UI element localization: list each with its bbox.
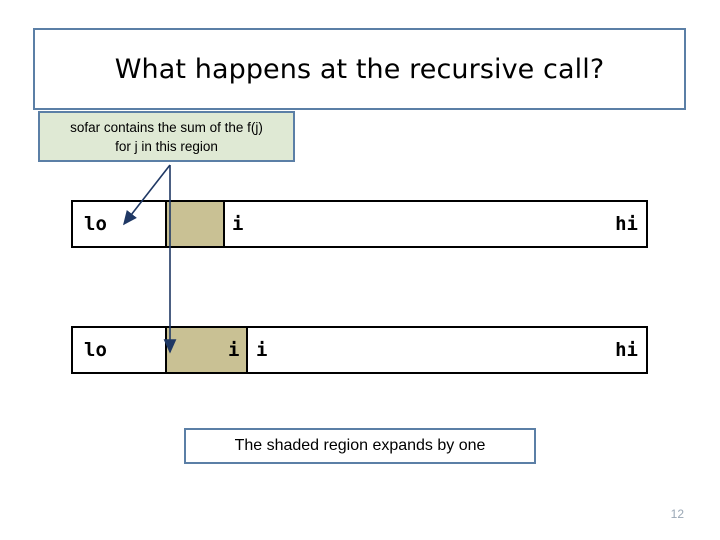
label-i-left-bottom: i <box>228 339 240 361</box>
label-hi-top: hi <box>615 213 638 235</box>
page-title: What happens at the recursive call? <box>114 53 605 85</box>
array-bar-bottom: lo i i hi <box>71 326 648 374</box>
callout-line-2: for j in this region <box>115 138 218 154</box>
label-hi-bottom: hi <box>615 339 638 361</box>
caption-text: The shaded region expands by one <box>234 437 486 454</box>
shaded-region-bottom <box>165 328 248 372</box>
label-i-top: i <box>232 213 244 235</box>
callout-line-1: sofar contains the sum of the f(j) <box>70 119 263 135</box>
page-number: 12 <box>670 507 684 521</box>
title-box: What happens at the recursive call? <box>33 28 686 110</box>
label-i-right-bottom: i <box>256 339 268 361</box>
label-lo-bottom: lo <box>84 339 107 361</box>
array-bar-top: lo i hi <box>71 200 648 248</box>
callout-sofar-description: sofar contains the sum of the f(j) for j… <box>38 111 295 162</box>
label-lo-top: lo <box>84 213 107 235</box>
caption-box: The shaded region expands by one <box>184 428 536 464</box>
shaded-region-top <box>165 202 225 246</box>
